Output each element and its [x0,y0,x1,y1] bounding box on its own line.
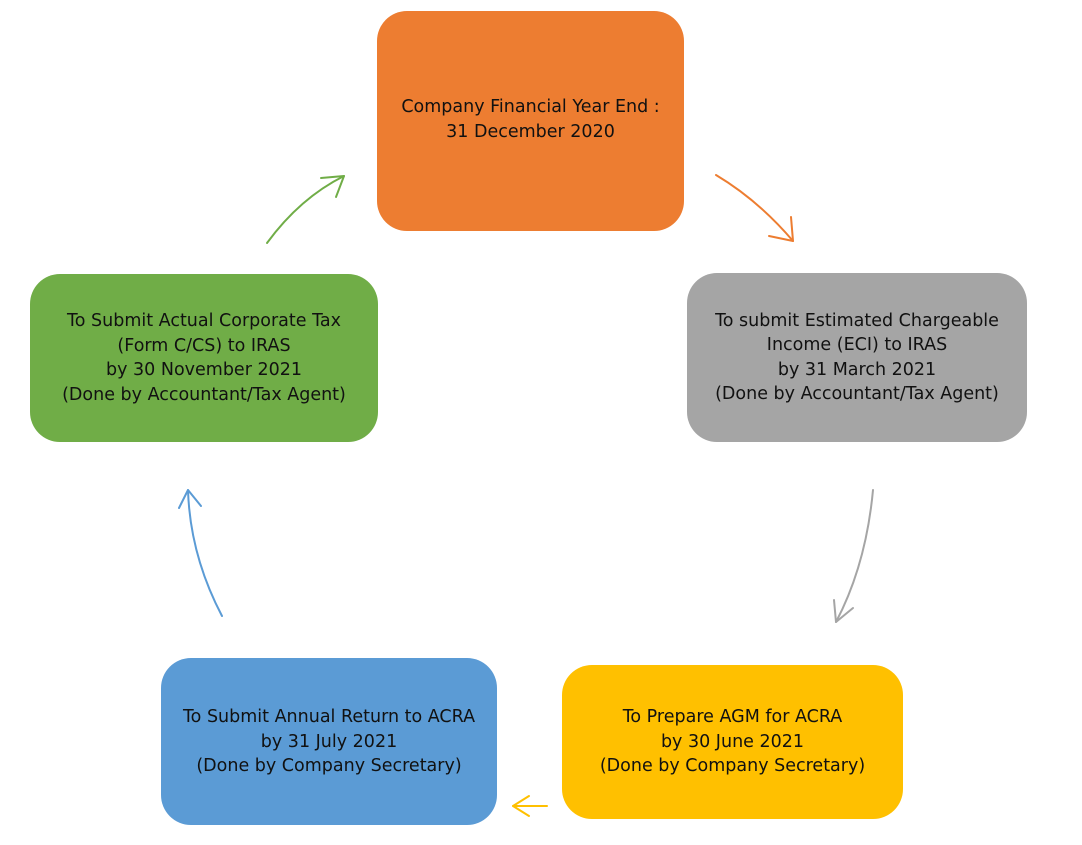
arrow-year-end-to-eci [715,174,794,242]
arrow-agm-to-annual-return [512,795,548,817]
step-submit-corporate-tax-line-3: by 30 November 2021 [106,360,302,380]
step-submit-eci-line-2: Income (ECI) to IRAS [766,335,948,355]
step-prepare-agm-line-3: (Done by Company Secretary) [599,756,866,777]
step-submit-eci-line-1: To submit Estimated Chargeable [715,310,999,331]
step-prepare-agm-line-1: To Prepare AGM for ACRA [622,707,843,728]
arrow-annual-return-to-corporate-tax [178,489,223,617]
step-submit-corporate-tax-line-1: To Submit Actual Corporate Tax [67,311,341,331]
step-submit-corporate-tax-line-2: (Form C/CS) to IRAS [117,335,291,356]
arrow-corporate-tax-to-year-end [266,175,345,244]
step-financial-year-end-line-1: Company Financial Year End : [401,97,660,117]
step-financial-year-end-line-2: 31 December 2020 [446,121,615,142]
step-financial-year-end: Company Financial Year End : 31 December… [377,11,684,231]
step-submit-eci-line-4: (Done by Accountant/Tax Agent) [715,384,999,404]
step-submit-annual-return-line-1: To Submit Annual Return to ACRA [182,707,476,727]
step-submit-eci-line-3: by 31 March 2021 [777,359,937,380]
step-submit-annual-return-line-2: by 31 July 2021 [260,731,398,752]
step-submit-annual-return: To Submit Annual Return to ACRA by 31 Ju… [161,658,497,825]
arrow-eci-to-agm [833,489,874,623]
step-submit-corporate-tax-line-4: (Done by Accountant/Tax Agent) [62,384,346,405]
step-prepare-agm: To Prepare AGM for ACRA by 30 June 2021 … [562,665,903,819]
step-submit-eci: To submit Estimated Chargeable Income (E… [687,273,1027,442]
step-submit-annual-return-line-3: (Done by Company Secretary) [196,756,462,776]
step-prepare-agm-line-2: by 30 June 2021 [660,731,805,752]
step-submit-corporate-tax: To Submit Actual Corporate Tax (Form C/C… [30,274,378,442]
